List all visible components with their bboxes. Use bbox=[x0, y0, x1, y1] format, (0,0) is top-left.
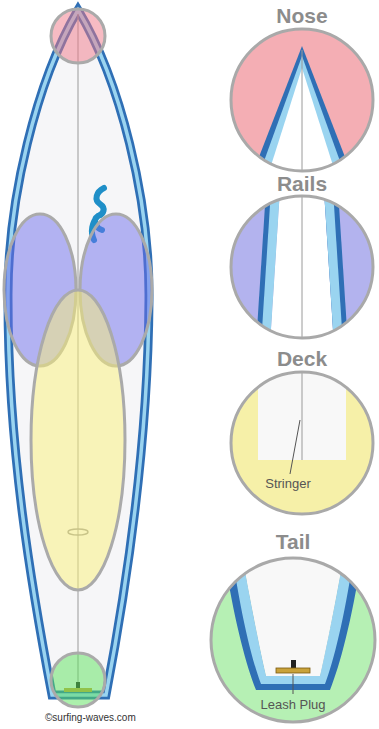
circle-outline bbox=[229, 4, 375, 173]
part-heading: Nose bbox=[229, 4, 375, 28]
circle-border bbox=[231, 29, 373, 171]
circle-outline bbox=[229, 172, 375, 340]
leader-line bbox=[290, 420, 300, 474]
watermark: ©surfing-waves.com bbox=[45, 712, 136, 724]
callout-label: Leash Plug bbox=[258, 697, 327, 712]
detail-circle: Nose bbox=[229, 4, 375, 173]
circle-border bbox=[231, 372, 373, 514]
deck-zone bbox=[31, 290, 125, 590]
nose-detail bbox=[231, 29, 373, 175]
part-heading: Tail bbox=[209, 530, 377, 554]
rails-detail bbox=[231, 190, 373, 345]
part-heading: Rails bbox=[229, 172, 375, 196]
deck-detail bbox=[231, 368, 373, 514]
circle-border bbox=[231, 196, 373, 338]
part-heading: Deck bbox=[229, 347, 375, 371]
leader-line bbox=[293, 674, 294, 694]
detail-circle: DeckStringer bbox=[229, 347, 375, 516]
tail-zone bbox=[51, 653, 105, 707]
detail-circle: TailLeash Plug bbox=[209, 530, 377, 724]
circle-outline bbox=[209, 530, 377, 724]
detail-circle: Rails bbox=[229, 172, 375, 340]
nose-zone bbox=[51, 9, 105, 63]
callout-label: Stringer bbox=[263, 476, 313, 491]
tail-detail bbox=[211, 555, 375, 722]
circle-border bbox=[211, 558, 375, 722]
